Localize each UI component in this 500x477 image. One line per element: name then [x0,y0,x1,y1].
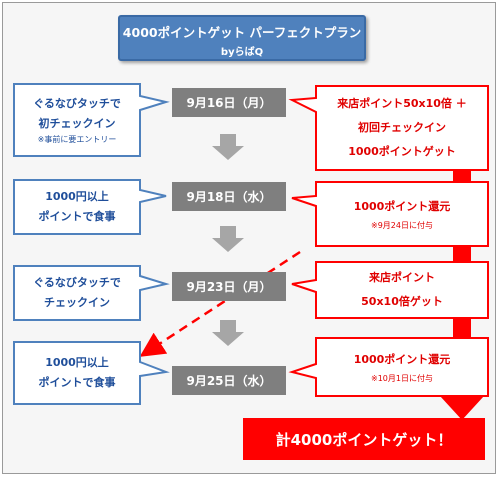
date-box-4: 9月25日（水） [172,366,286,395]
left-callout-4-line-1: 1000円以上 [45,356,109,369]
title-box: 4000ポイントゲット パーフェクトプラン byらばQ [118,15,366,61]
down-arrow-1 [212,134,244,160]
right-callout-1-line-3: 1000ポイントゲット [348,145,456,158]
left-callout-1-note: ※事前に要エントリー [37,135,117,144]
right-callout-2-note: ※9月24日に付与 [371,221,433,230]
left-callout-2: 1000円以上 ポイントで食事 [14,180,140,234]
title-main: 4000ポイントゲット パーフェクトプラン [122,25,362,40]
right-callout-3-line-1: 来店ポイント [369,271,435,284]
right-callout-3-shape [291,261,489,319]
title-sub: byらばQ [220,47,264,58]
left-callout-4-shape [13,341,170,405]
red-flow-arrowhead [440,396,484,420]
right-callout-3: 来店ポイント 50x10倍ゲット [316,262,488,318]
left-callout-3-line-2: チェックイン [44,296,110,309]
left-callout-1-line-2: 初チェックイン [38,117,116,130]
left-callout-1-shape [13,83,170,157]
left-callout-3-shape [13,265,170,321]
right-callout-2-shape [291,181,489,247]
right-callout-4-line-1: 1000ポイント還元 [353,353,451,366]
right-callout-2-line-1: 1000ポイント還元 [353,200,451,213]
right-callout-1-shape [288,85,489,171]
date-box-1: 9月16日（月） [172,88,286,117]
left-callout-2-line-1: 1000円以上 [45,190,109,203]
left-callout-1-line-1: ぐるなびタッチで [33,97,121,110]
right-callout-3-line-2: 50x10倍ゲット [361,295,443,308]
right-callout-4-note: ※10月1日に付与 [371,374,433,383]
left-callout-1: ぐるなびタッチで 初チェックイン ※事前に要エントリー [14,84,140,156]
left-callout-2-line-2: ポイントで食事 [38,210,116,223]
down-arrow-2 [212,226,244,252]
right-callout-1-line-1: 来店ポイント50x10倍 ＋ [337,97,467,110]
right-callout-1-line-2: 初回チェックイン [358,121,446,134]
right-callout-4-shape [288,337,489,397]
right-callout-2: 1000ポイント還元 ※9月24日に付与 [316,182,488,246]
right-callout-1: 来店ポイント50x10倍 ＋ 初回チェックイン 1000ポイントゲット [316,86,488,170]
down-arrow-3 [212,320,244,346]
left-callout-4: 1000円以上 ポイントで食事 [14,342,140,404]
left-callout-4-line-2: ポイントで食事 [38,376,116,389]
right-callout-4: 1000ポイント還元 ※10月1日に付与 [316,338,488,396]
left-callout-2-shape [13,179,167,235]
date-box-2: 9月18日（水） [172,182,286,211]
left-callout-3: ぐるなびタッチで チェックイン [14,266,140,320]
date-box-3: 9月23日（月） [172,272,286,301]
left-callout-3-line-1: ぐるなびタッチで [33,276,121,289]
final-total-box: 計4000ポイントゲット！ [243,418,485,460]
